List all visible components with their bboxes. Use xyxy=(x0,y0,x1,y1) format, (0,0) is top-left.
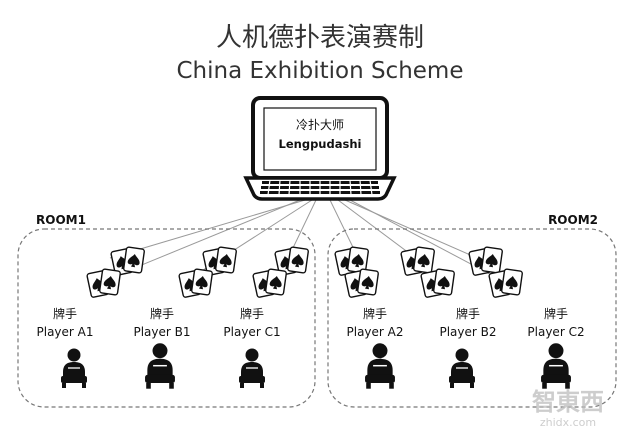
title-chinese: 人机德扑表演赛制 xyxy=(216,23,424,53)
player-a2-name: Player A2 xyxy=(347,325,404,339)
player-a1-person-icon xyxy=(60,347,88,389)
watermark-logo-text: 智東西 xyxy=(532,388,604,416)
laptop-label-chinese: 冷扑大师 xyxy=(296,118,344,132)
cards-c2-top xyxy=(469,247,503,276)
cards-room2 xyxy=(335,247,523,298)
player-b2-role: 牌手 xyxy=(456,307,480,321)
player-b1-role: 牌手 xyxy=(150,307,174,321)
player-labels: 牌手 Player A1 牌手 Player B1 牌手 Player C1 牌… xyxy=(37,307,585,339)
player-b1-person-icon xyxy=(144,342,176,390)
player-c2-person-icon xyxy=(540,342,572,390)
cards-b2-top xyxy=(401,247,435,276)
cards-b2-bottom xyxy=(421,269,455,298)
room1-box xyxy=(17,228,316,408)
player-b2-name: Player B2 xyxy=(439,325,496,339)
player-a1-role: 牌手 xyxy=(53,307,77,321)
laptop-display xyxy=(263,107,377,171)
player-a2-role: 牌手 xyxy=(363,307,387,321)
cards-c2-bottom xyxy=(489,269,523,298)
room2-label: ROOM2 xyxy=(548,213,598,227)
player-figures xyxy=(60,342,572,390)
player-a1-name: Player A1 xyxy=(37,325,94,339)
watermark-url: zhidx.com xyxy=(540,416,596,429)
title-english: China Exhibition Scheme xyxy=(176,58,463,84)
player-a2-person-icon xyxy=(364,342,396,390)
room2-box xyxy=(327,228,617,408)
player-c1-person-icon xyxy=(238,347,266,389)
watermark: 智東西 zhidx.com xyxy=(532,388,604,429)
laptop-label-english: Lengpudashi xyxy=(279,137,362,151)
connection-lines xyxy=(109,199,521,291)
player-c2-name: Player C2 xyxy=(527,325,584,339)
room1-label: ROOM1 xyxy=(36,213,86,227)
cards-a1-bottom xyxy=(87,269,121,298)
player-c1-name: Player C1 xyxy=(223,325,280,339)
cards-a2-bottom xyxy=(345,269,379,298)
player-c1-role: 牌手 xyxy=(240,307,264,321)
cards-c1-bottom xyxy=(253,269,287,298)
cards-b1-bottom xyxy=(179,269,213,298)
player-c2-role: 牌手 xyxy=(544,307,568,321)
player-b1-name: Player B1 xyxy=(133,325,190,339)
laptop: 冷扑大师 Lengpudashi xyxy=(243,96,397,201)
player-b2-person-icon xyxy=(448,347,476,389)
cards-room1 xyxy=(87,247,309,298)
